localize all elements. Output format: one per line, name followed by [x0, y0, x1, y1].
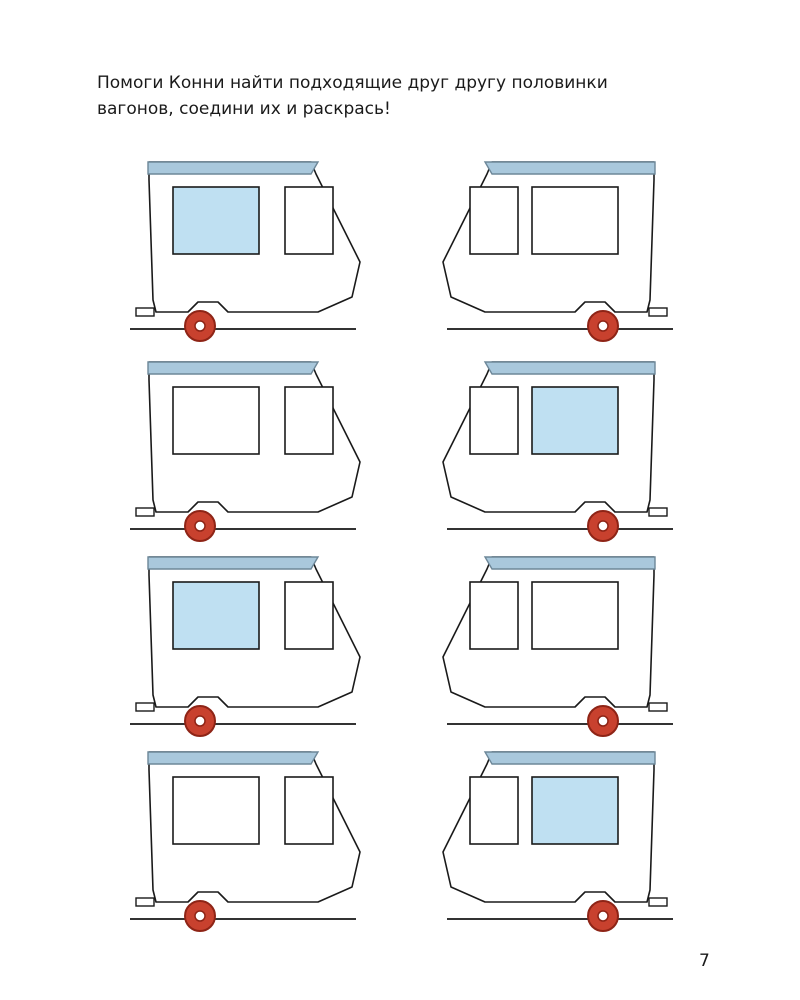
wagon-wheel-hub — [597, 715, 609, 727]
wagon-wheel-hub — [597, 320, 609, 332]
instructions-line-1: Помоги Конни найти подходящие друг другу… — [97, 73, 608, 93]
rail-line — [130, 528, 356, 530]
wagon-half-left-1[interactable] — [128, 150, 368, 345]
wagon-roof — [483, 751, 656, 765]
rail-line — [130, 723, 356, 725]
wagon-window — [172, 386, 260, 455]
wagon-half-right-3[interactable] — [435, 545, 675, 740]
wagon-roof — [147, 751, 320, 765]
wagon-coupler — [135, 507, 155, 517]
wagon-door — [284, 776, 334, 845]
wagon-roof — [147, 556, 320, 570]
wagon-window — [172, 186, 260, 255]
wagon-coupler — [648, 702, 668, 712]
wagon-door — [469, 386, 519, 455]
wagon-wheel-hub — [194, 715, 206, 727]
wagon-door — [469, 776, 519, 845]
wagon-coupler — [135, 897, 155, 907]
wagon-half-left-2[interactable] — [128, 350, 368, 545]
rail-line — [130, 918, 356, 920]
wagon-door — [469, 581, 519, 650]
wagon-half-right-4[interactable] — [435, 740, 675, 935]
wagon-wheel-hub — [194, 910, 206, 922]
wagon-half-left-4[interactable] — [128, 740, 368, 935]
rail-line — [447, 528, 673, 530]
wagon-window — [172, 776, 260, 845]
wagon-door — [469, 186, 519, 255]
wagon-roof — [483, 161, 656, 175]
wagon-roof — [147, 161, 320, 175]
wagon-window — [172, 581, 260, 650]
rail-line — [447, 328, 673, 330]
wagon-door — [284, 186, 334, 255]
page-number: 7 — [699, 951, 710, 971]
wagon-wheel-hub — [194, 520, 206, 532]
wagon-roof — [147, 361, 320, 375]
wagon-coupler — [135, 702, 155, 712]
wagon-half-right-1[interactable] — [435, 150, 675, 345]
wagon-window — [531, 581, 619, 650]
wagon-door — [284, 581, 334, 650]
wagon-coupler — [648, 507, 668, 517]
rail-line — [447, 918, 673, 920]
rail-line — [447, 723, 673, 725]
wagon-half-right-2[interactable] — [435, 350, 675, 545]
wagon-wheel-hub — [597, 910, 609, 922]
wagon-window — [531, 776, 619, 845]
instructions-line-2: вагонов, соедини их и раскрась! — [97, 99, 391, 119]
wagon-roof — [483, 556, 656, 570]
wagon-coupler — [648, 897, 668, 907]
wagon-wheel-hub — [597, 520, 609, 532]
instructions-text: Помоги Конни найти подходящие друг другу… — [97, 70, 657, 122]
wagon-half-left-3[interactable] — [128, 545, 368, 740]
wagon-roof — [483, 361, 656, 375]
wagon-wheel-hub — [194, 320, 206, 332]
rail-line — [130, 328, 356, 330]
wagon-door — [284, 386, 334, 455]
wagon-coupler — [135, 307, 155, 317]
wagon-window — [531, 386, 619, 455]
wagon-coupler — [648, 307, 668, 317]
wagon-window — [531, 186, 619, 255]
